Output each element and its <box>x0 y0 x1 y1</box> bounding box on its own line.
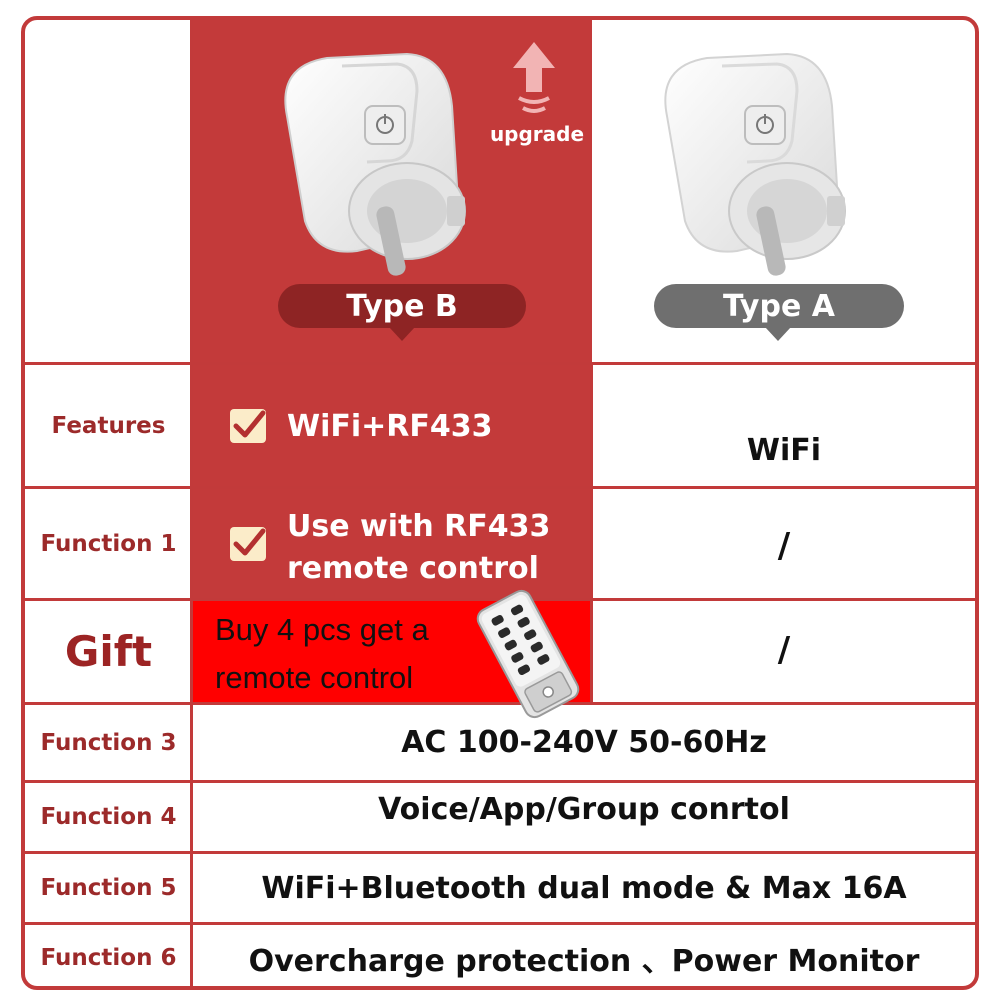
function1-label: Function 1 <box>40 530 177 557</box>
row-divider <box>25 922 975 925</box>
features-label: Features <box>51 412 166 439</box>
gift-type-b-line1: Buy 4 pcs get a <box>215 612 429 647</box>
power-icon <box>376 114 394 134</box>
gift-label: Gift <box>64 627 153 676</box>
function1-check-box <box>230 527 266 561</box>
function1-type-b-line2: remote control <box>287 550 539 586</box>
upgrade-label: upgrade <box>489 122 585 146</box>
check-icon <box>233 410 266 438</box>
power-icon <box>756 114 774 134</box>
row-divider <box>25 362 975 365</box>
function3-value: AC 100-240V 50-60Hz <box>401 725 767 760</box>
row-divider <box>25 780 975 783</box>
function4-label: Function 4 <box>40 804 177 830</box>
function5-label: Function 5 <box>40 875 177 901</box>
row-divider <box>25 598 975 601</box>
type-a-badge-pointer <box>765 327 791 341</box>
type-b-plug-image <box>284 52 466 276</box>
features-type-a-value: WiFi <box>746 432 822 468</box>
upgrade-arrow-icon <box>513 42 555 113</box>
gift-type-b-line2: remote control <box>215 660 414 695</box>
function5-value: WiFi+Bluetooth dual mode & Max 16A <box>261 870 907 906</box>
function4-value: Voice/App/Group conrtol <box>378 791 790 827</box>
features-check-box <box>230 409 266 443</box>
function3-label: Function 3 <box>40 729 177 756</box>
type-b-badge-pointer <box>389 327 415 341</box>
features-type-b-value: WiFi+RF433 <box>287 408 493 444</box>
remote-control-image <box>476 589 580 719</box>
comparison-table: upgrade Type B Type A Features WiFi+RF43… <box>21 16 979 990</box>
function6-label: Function 6 <box>40 944 177 971</box>
column-divider <box>190 20 193 986</box>
row-divider <box>25 702 975 705</box>
row-divider <box>25 851 975 854</box>
function1-type-b-line1: Use with RF433 <box>287 508 551 544</box>
type-b-badge: Type B <box>278 284 526 328</box>
function1-type-a-value: / <box>777 526 791 566</box>
type-a-plug-image <box>664 52 846 276</box>
check-icon <box>233 528 266 556</box>
gift-type-a-value: / <box>777 630 791 670</box>
column-divider <box>590 362 593 702</box>
type-a-badge: Type A <box>654 284 904 328</box>
function6-value: Overcharge protection 、Power Monitor <box>248 943 920 979</box>
row-divider <box>25 486 975 489</box>
